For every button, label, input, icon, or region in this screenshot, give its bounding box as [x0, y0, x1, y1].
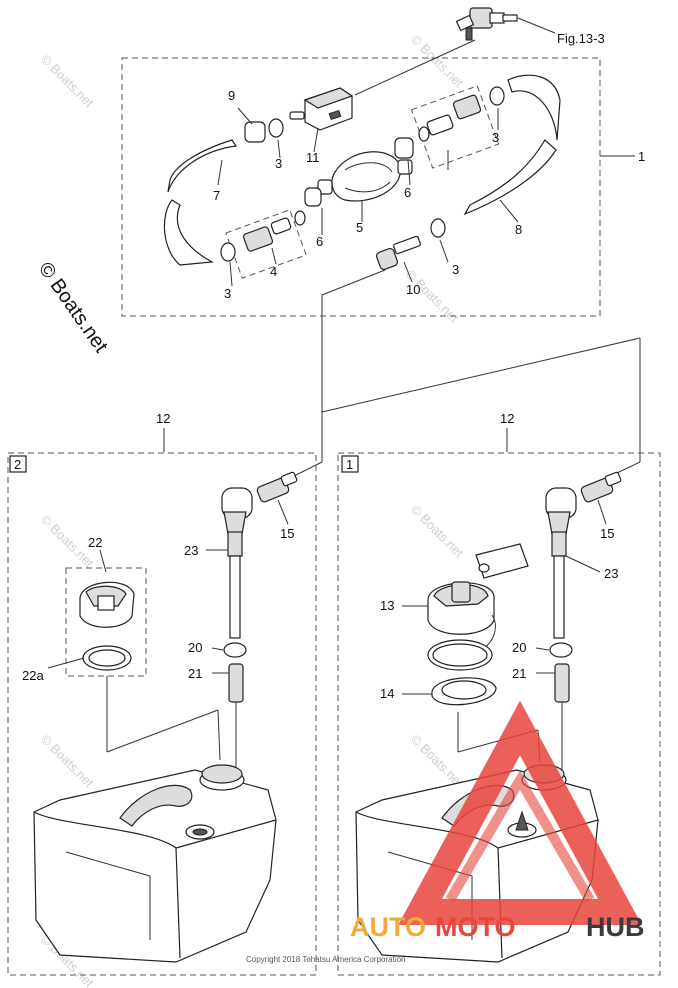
callout-6: 6: [404, 185, 411, 200]
callout-20: 20: [512, 640, 526, 655]
sticker: [475, 543, 529, 579]
part-14-retainer-inner: [441, 680, 487, 700]
callout-9: 9: [228, 88, 235, 103]
callout-3: 3: [224, 286, 231, 301]
right-panel-index-box: [341, 455, 359, 473]
right-panel: [337, 452, 661, 976]
sticker-hole: [478, 563, 490, 573]
watermark-text: © Boats.net: [38, 52, 97, 111]
part-13-gasket-inner: [432, 643, 488, 667]
right-panel-index: 1: [346, 457, 353, 472]
part-21-filter-left: [228, 663, 244, 703]
part-7-hose-lower: [163, 199, 215, 266]
left-panel-index-box: [9, 455, 27, 473]
part-6-ring: [304, 187, 322, 207]
callout-21: 21: [188, 666, 202, 681]
left-panel: [7, 452, 317, 976]
leader-lines-top: [217, 107, 635, 287]
callout-21: 21: [512, 666, 526, 681]
callout-7: 7: [213, 188, 220, 203]
part-11-primer-block: [289, 87, 354, 131]
part-23-left-pickup: [221, 487, 253, 639]
callout-20: 20: [188, 640, 202, 655]
connection-lines: [163, 269, 641, 483]
callout-1: 1: [638, 149, 645, 164]
part-10-nipple: [375, 235, 421, 271]
part-20-oring-right: [549, 642, 573, 658]
watermark-text: © Boats.net: [408, 502, 467, 561]
callout-15: 15: [280, 526, 294, 541]
part-8-hose: [463, 139, 557, 216]
brand-hub: HUB: [586, 912, 645, 942]
watermark-boats: © Boats.net: [34, 258, 112, 357]
brand-auto: AUTO: [350, 912, 426, 942]
callout-23: 23: [604, 566, 618, 581]
callout-14: 14: [380, 686, 394, 701]
part-22a-gasket-inner: [88, 649, 126, 667]
callout-3: 3: [275, 156, 282, 171]
part-7-hose: [167, 139, 238, 193]
brand-moto: MOTO: [435, 912, 516, 942]
automotohub-logo: AUTO MOTO HUB: [350, 700, 645, 942]
part-13-fuel-cap: [427, 581, 496, 651]
part-9-nut: [244, 121, 266, 143]
part-3-ring: [268, 118, 284, 138]
fuel-line-assembly-box: [121, 57, 601, 317]
part-3-ring-lower: [430, 218, 446, 238]
part-20-oring-left: [223, 642, 247, 658]
callout-5: 5: [356, 220, 363, 235]
callout-15: 15: [600, 526, 614, 541]
figure-reference-label: Fig.13-3: [557, 31, 605, 46]
callout-4: 4: [270, 264, 277, 279]
part-15-left: [256, 471, 298, 503]
callout-12: 12: [500, 411, 514, 426]
part-23-right-pickup: [545, 487, 577, 639]
left-panel-index: 2: [14, 457, 21, 472]
callout-10: 10: [406, 282, 420, 297]
part-3-ring-right: [489, 86, 505, 106]
copyright-text: Copyright 2018 Tohatsu America Corporati…: [246, 955, 406, 964]
top-connector: [354, 7, 556, 96]
watermark-text: © Boats.net: [38, 732, 97, 791]
part-2-connector: [410, 85, 500, 169]
callout-3: 3: [492, 130, 499, 145]
callout-6: 6: [316, 234, 323, 249]
callout-8: 8: [515, 222, 522, 237]
part-22-cap-box: [65, 567, 147, 677]
part-6-ring-right: [394, 137, 414, 159]
part-4-connector: [225, 209, 307, 279]
left-fuel-tank: [33, 764, 277, 963]
callout-3: 3: [452, 262, 459, 277]
part-5-primer-bulb: [317, 151, 413, 202]
part-21-filter-right: [554, 663, 570, 703]
part-22-cap: [79, 581, 135, 628]
part-3-ring-lower-left: [220, 242, 236, 262]
callout-22a: 22a: [22, 668, 44, 683]
upper-right-hose: [507, 74, 561, 141]
part-15-right: [580, 471, 622, 503]
watermark-text: © Boats.net: [408, 32, 467, 91]
callout-12: 12: [156, 411, 170, 426]
callout-13: 13: [380, 598, 394, 613]
callout-11: 11: [306, 150, 320, 165]
callout-22: 22: [88, 535, 102, 550]
callout-23: 23: [184, 543, 198, 558]
